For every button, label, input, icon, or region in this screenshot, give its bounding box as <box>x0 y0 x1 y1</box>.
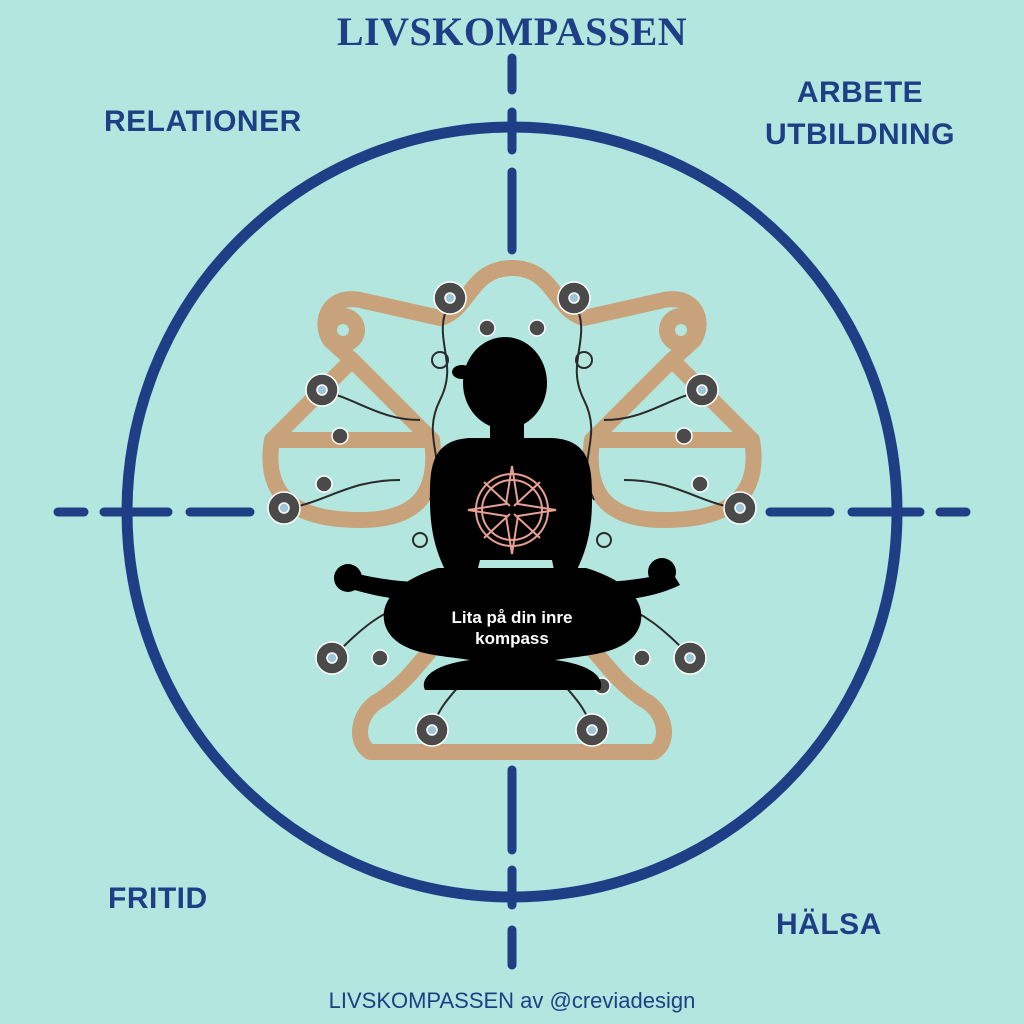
footer-credit: LIVSKOMPASSEN av @creviadesign <box>328 988 696 1013</box>
quadrant-label-relationer: RELATIONER <box>104 105 302 138</box>
flower-icon <box>315 475 333 493</box>
meditating-figure-icon <box>334 337 680 690</box>
flower-icon <box>691 475 709 493</box>
flower-icon <box>528 319 546 337</box>
center-caption: Lita på din inre kompass <box>412 607 612 649</box>
flower-icon <box>305 373 339 407</box>
flower-icon <box>673 641 707 675</box>
flower-icon <box>575 713 609 747</box>
quadrant-label-fritid: FRITID <box>108 882 208 915</box>
page-title: LIVSKOMPASSEN <box>336 9 688 54</box>
flower-icons <box>267 281 757 747</box>
flower-icon <box>433 281 467 315</box>
quadrant-label-line: ARBETE <box>796 76 924 109</box>
flower-icon <box>415 713 449 747</box>
flower-icon <box>371 649 389 667</box>
flower-icon <box>315 641 349 675</box>
balance-scale-icon <box>262 260 762 760</box>
flower-icon <box>685 373 719 407</box>
quadrant-label-line: UTBILDNING <box>765 118 955 151</box>
flower-icon <box>267 491 301 525</box>
compass-rose-icon <box>467 465 557 555</box>
quadrant-label-arbete-utbildning: ARBETE UTBILDNING <box>758 72 962 156</box>
quadrant-label-halsa: HÄLSA <box>776 908 882 941</box>
flower-icon <box>557 281 591 315</box>
flower-icon <box>723 491 757 525</box>
flower-icon <box>331 427 349 445</box>
center-caption-line: Lita på din inre <box>451 608 573 627</box>
center-caption-line: kompass <box>475 629 549 648</box>
flower-icon <box>675 427 693 445</box>
flower-icon <box>633 649 651 667</box>
flower-icon <box>478 319 496 337</box>
crosshair <box>53 53 971 970</box>
